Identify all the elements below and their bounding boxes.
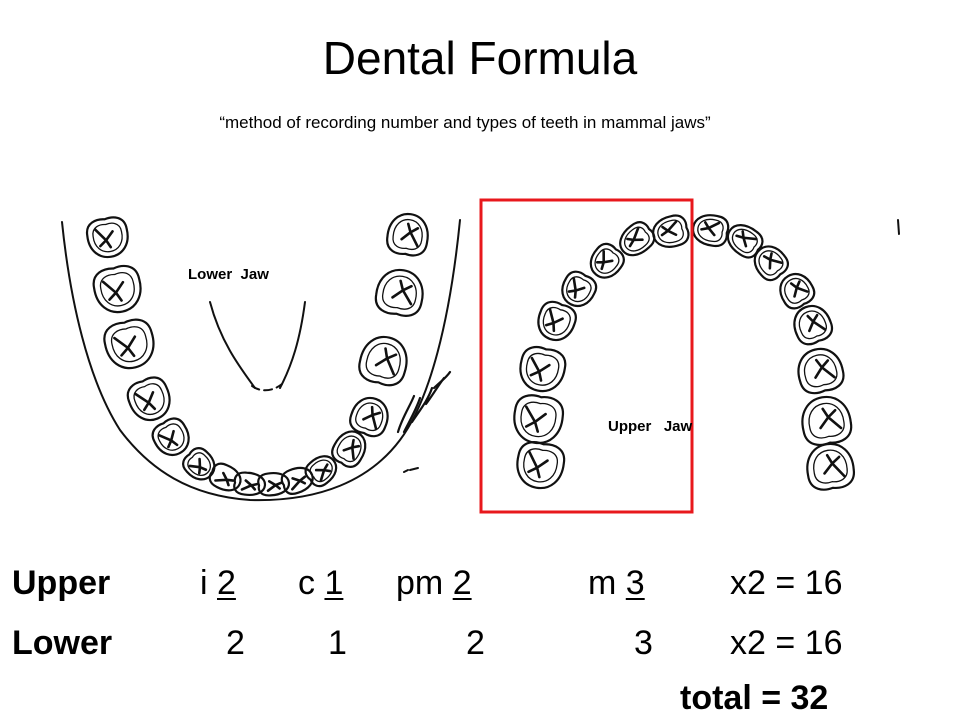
total-teeth: total = 32	[680, 679, 829, 717]
upper-jaw-tooth-icon	[519, 345, 567, 393]
lower-jaw-tooth-icon	[126, 376, 171, 422]
lower-formula-row: Lower 2 1 2 3 x2 = 16	[12, 618, 932, 668]
lower-molar: 3	[634, 624, 653, 662]
upper-jaw-tooth-icon	[793, 304, 833, 346]
lower-incisor: 2	[226, 624, 245, 662]
upper-jaw-tooth-icon	[619, 221, 656, 257]
lower-premolar: 2	[466, 624, 485, 662]
lower-jaw-tooth-icon	[151, 417, 190, 457]
upper-jaw-tooth-icon	[806, 442, 855, 491]
lower-jaw-tooth-icon	[208, 462, 242, 492]
lower-jaw-tooth-icon	[331, 430, 367, 468]
lower-canine: 1	[328, 624, 347, 662]
subtitle: “method of recording number and types of…	[219, 113, 711, 132]
lower-result: x2 = 16	[730, 624, 843, 662]
upper-jaw-tooth-icon	[561, 270, 598, 308]
lower-jaw-tooth-icon	[182, 447, 216, 481]
lower-jaw-tooth-icon	[85, 216, 129, 259]
jaw-outline-lines	[61, 219, 900, 502]
lower-jaw-tooth-icon	[386, 212, 429, 257]
upper-jaw-tooth-icon	[801, 395, 853, 446]
lower-jaw-tooth-icon	[358, 335, 408, 387]
upper-jaw-tooth-icon	[537, 300, 577, 342]
lower-jaw-tooth-icon	[374, 268, 424, 317]
page-title: Dental Formula	[322, 32, 638, 84]
upper-jaw-tooth-icon	[797, 347, 845, 395]
lower-jaw-label: Lower Jaw	[188, 266, 269, 283]
lower-jaw-tooth-icon	[349, 396, 389, 438]
lower-jaw-tooth-icon	[257, 472, 291, 497]
upper-jaw-tooth-icon	[726, 224, 764, 259]
lower-jaw-tooth-icon	[233, 471, 267, 496]
upper-canine: c 1	[298, 564, 344, 602]
upper-molar: m 3	[588, 564, 645, 602]
lower-row-label: Lower	[12, 624, 113, 662]
upper-formula-row: Upper i 2 c 1 pm 2 m 3 x2 = 16	[12, 558, 932, 608]
lower-jaw-tooth-icon	[92, 264, 142, 314]
upper-jaw-label: Upper Jaw	[608, 418, 693, 435]
upper-jaw-drawing	[513, 214, 855, 491]
lower-jaw-drawing	[85, 212, 429, 497]
upper-jaw-tooth-icon	[652, 214, 690, 248]
signature-mark	[396, 370, 452, 434]
upper-row-label: Upper	[12, 564, 111, 602]
upper-jaw-tooth-icon	[779, 272, 816, 310]
lower-jaw-tooth-icon	[304, 455, 338, 488]
upper-jaw-tooth-icon	[516, 441, 566, 490]
upper-jaw-highlight-box	[479, 198, 694, 514]
lower-jaw-tooth-icon	[103, 318, 155, 370]
upper-premolar: pm 2	[396, 564, 472, 602]
upper-result: x2 = 16	[730, 564, 843, 602]
jaw-diagram	[61, 198, 900, 514]
upper-jaw-tooth-icon	[589, 242, 625, 279]
upper-jaw-tooth-icon	[513, 394, 564, 445]
upper-jaw-tooth-icon	[753, 245, 789, 282]
upper-incisor: i 2	[200, 564, 236, 602]
upper-jaw-tooth-icon	[691, 214, 730, 248]
